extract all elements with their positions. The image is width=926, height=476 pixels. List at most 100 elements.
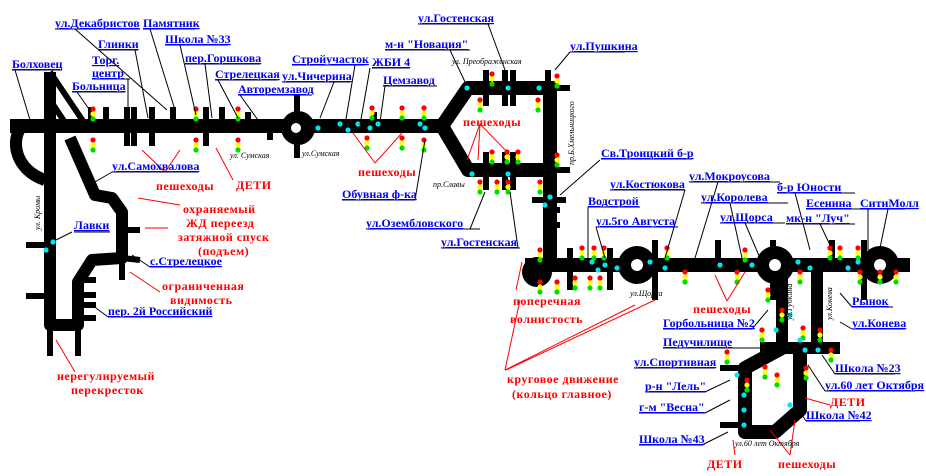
traffic-signal-light — [537, 184, 543, 190]
bus-stop-dot — [469, 171, 475, 177]
bus-stop-dot — [375, 121, 381, 127]
bus-stop-dot — [741, 407, 747, 413]
stop-koroleva[interactable]: ул.Королева — [701, 190, 768, 204]
traffic-signal-light — [800, 325, 806, 331]
traffic-signal-light — [90, 106, 96, 112]
stop-citymall[interactable]: СитиМолл — [860, 196, 919, 210]
stop-kostyukova[interactable]: ул.Костюкова — [610, 177, 685, 191]
stop-novatsiya[interactable]: м-н "Новация" — [385, 37, 468, 51]
stop-esenina[interactable]: Есенина — [806, 196, 852, 210]
traffic-signal-light — [505, 189, 511, 195]
traffic-signal-light — [399, 115, 405, 121]
traffic-signal-light — [535, 107, 541, 113]
stop-streletskoe[interactable]: с.Стрелецкое — [150, 254, 223, 268]
street-koneva: ул.Конева — [825, 287, 834, 321]
stop-60-let-oktyabrya[interactable]: ул.60 лет Октября — [825, 378, 925, 392]
warning-pedestrians: пешеходы — [693, 302, 751, 316]
stop-koneva[interactable]: ул.Конева — [852, 316, 906, 330]
warning-arrow-lines — [55, 123, 831, 456]
traffic-signal-light — [797, 269, 803, 275]
stop-ozemblovskogo[interactable]: ул.Озембловского — [366, 216, 463, 230]
stop-yunosti[interactable]: б-р Юности — [777, 180, 841, 194]
stop-zhbi-4[interactable]: ЖБИ 4 — [372, 55, 410, 69]
stop-shchorsa[interactable]: ул.Щорса — [720, 210, 773, 224]
stop-gostenskaya-top[interactable]: ул.Гостенская — [418, 11, 495, 25]
traffic-signal-light — [515, 154, 521, 160]
warning-pedestrians: пешеходы — [358, 165, 416, 179]
stop-torg-1[interactable]: Торг. — [92, 53, 119, 67]
traffic-signal-light — [682, 269, 688, 275]
bus-stop-dot — [367, 125, 373, 131]
stop-sportivnaya[interactable]: ул.Спортивная — [634, 355, 717, 369]
traffic-signal-light — [90, 142, 96, 148]
traffic-signal-light — [765, 297, 771, 303]
stop-5-avgusta[interactable]: ул.5го Августа — [596, 214, 675, 228]
stop-gorbolnitsa-2[interactable]: Горбольница №2 — [663, 316, 755, 330]
bus-stop-dot — [422, 125, 428, 131]
stop-lavki[interactable]: Лавки — [74, 218, 109, 232]
traffic-signal-light — [90, 116, 96, 122]
stop-pamyatnik[interactable]: Памятник — [143, 16, 200, 30]
stop-gorshkova[interactable]: пер.Горшкова — [185, 51, 261, 65]
stop-luch[interactable]: мк-н "Луч" — [786, 211, 850, 225]
stop-samokhvalova[interactable]: ул.Самохвалова — [112, 159, 199, 173]
stop-gostenskaya-bottom[interactable]: ул.Гостенская — [441, 235, 518, 249]
stop-torg-2[interactable]: центр — [92, 66, 124, 80]
traffic-signal-light — [572, 285, 578, 291]
traffic-signal-light — [744, 382, 750, 388]
traffic-signal-light — [193, 147, 199, 153]
stop-bolnitsa[interactable]: Больница — [72, 79, 126, 93]
stop-rynok[interactable]: Рынок — [852, 294, 889, 308]
traffic-signal-light — [797, 279, 803, 285]
traffic-signal-light — [399, 105, 405, 111]
traffic-signal-light — [554, 289, 560, 295]
stop-vodstroy[interactable]: Водстрой — [588, 194, 639, 208]
stop-chicherina[interactable]: ул.Чичерина — [282, 69, 352, 83]
traffic-signal-light — [744, 377, 750, 383]
traffic-signal-light — [421, 110, 427, 116]
stop-shkola-33[interactable]: Школа №33 — [165, 32, 231, 46]
traffic-signal-light — [734, 274, 740, 280]
stop-shkola-43[interactable]: Школа №43 — [639, 432, 705, 446]
traffic-signal-light — [762, 364, 768, 370]
traffic-signal-light — [494, 184, 500, 190]
stop-avtoremzavod[interactable]: Авторемзавод — [238, 82, 314, 96]
bus-stop-dot — [589, 259, 595, 265]
traffic-signal-light — [235, 142, 241, 148]
traffic-signal-light — [591, 250, 597, 256]
traffic-signal-light — [369, 105, 375, 111]
stop-vesna[interactable]: г-м "Весна" — [639, 400, 705, 414]
bus-stop-dot — [505, 85, 511, 91]
traffic-signal-light — [877, 274, 883, 280]
traffic-signal-light — [421, 137, 427, 143]
stop-peduchilishche[interactable]: Педучилище — [663, 335, 733, 349]
bus-stop-dot — [602, 262, 608, 268]
traffic-signal-light — [597, 275, 603, 281]
traffic-signal-light — [579, 245, 585, 251]
traffic-signal-light — [504, 154, 510, 160]
stop-glinki[interactable]: Глинки — [98, 37, 139, 51]
stop-lel[interactable]: р-н "Лель" — [645, 379, 706, 393]
stop-cemzavod[interactable]: Цемзавод — [383, 73, 435, 87]
traffic-signal-light — [759, 332, 765, 338]
stop-streletskaya[interactable]: Стрелецкая — [215, 67, 280, 81]
stop-mokrousova[interactable]: ул.Мокроусова — [689, 169, 770, 183]
bus-stop-dot — [717, 262, 723, 268]
roads — [9, 70, 910, 439]
stop-shkola-42[interactable]: Школа №42 — [806, 408, 872, 422]
stop-dekabristov[interactable]: ул.Декабристов — [55, 16, 140, 30]
stop-obuvnaya[interactable]: Обувная ф-ка — [342, 187, 417, 201]
stop-rossiyskiy[interactable]: пер. 2й Российский — [108, 304, 212, 318]
traffic-signal-light — [399, 135, 405, 141]
stop-pushkina[interactable]: ул.Пушкина — [570, 39, 638, 53]
traffic-signal-light — [803, 365, 809, 371]
stop-stroyuchastok[interactable]: Стройучасток — [292, 52, 369, 66]
stop-troitskiy[interactable]: Св.Троицкий б-р — [601, 146, 694, 160]
traffic-signal-light — [489, 154, 495, 160]
warning-roundabout-main: (кольцо главное) — [512, 387, 612, 401]
traffic-signal-light — [827, 245, 833, 251]
stop-bolkhovets[interactable]: Болховец — [12, 57, 63, 71]
traffic-signal-light — [235, 106, 241, 112]
traffic-signal-light — [591, 255, 597, 261]
stop-shkola-23[interactable]: Школа №23 — [835, 361, 901, 375]
